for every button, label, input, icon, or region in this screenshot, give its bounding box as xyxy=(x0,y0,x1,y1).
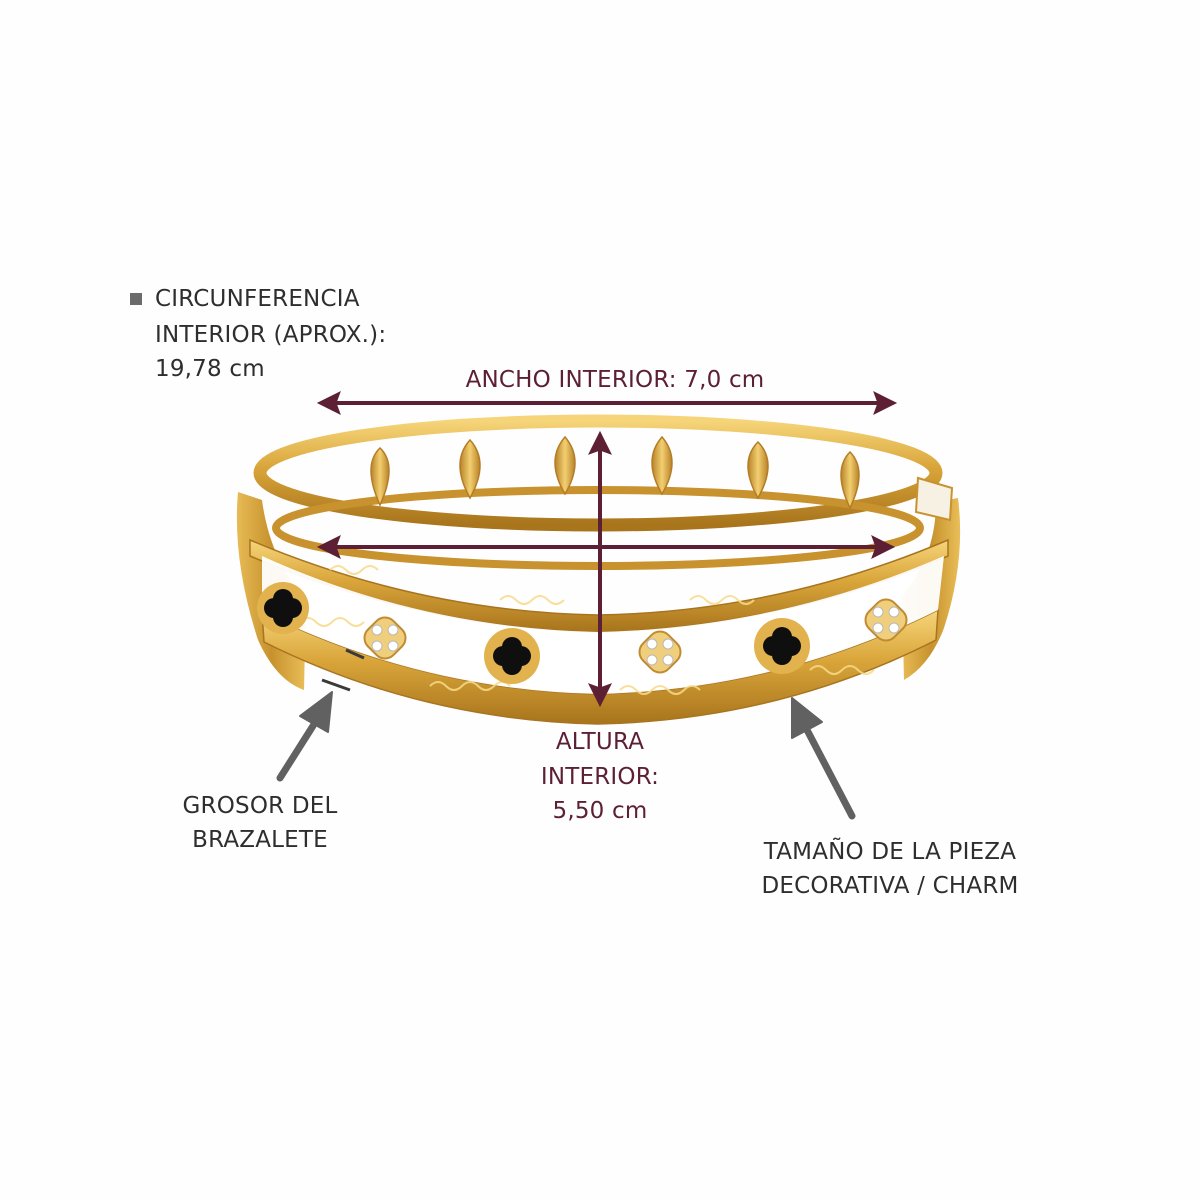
clover-charm-icon xyxy=(257,582,309,634)
charm-size-label-line2: DECORATIVA / CHARM xyxy=(761,873,1019,899)
clover-charm-icon xyxy=(484,628,540,684)
inner-height-label-line1: ALTURA xyxy=(555,729,645,755)
circumference-label-line1: CIRCUNFERENCIA xyxy=(155,286,360,312)
square-bullet-icon xyxy=(130,293,142,305)
circumference-label-line2: INTERIOR (APROX.): xyxy=(155,322,387,348)
double-headed-arrow-icon xyxy=(316,390,898,416)
clover-charm-icon xyxy=(754,618,810,674)
inner-height-value: 5,50 cm xyxy=(552,798,648,824)
pointer-arrow-icon xyxy=(791,697,856,820)
thickness-label-line1: GROSOR DEL xyxy=(182,793,338,819)
pointer-arrow-icon xyxy=(276,691,333,782)
charm-size-label-line1: TAMAÑO DE LA PIEZA xyxy=(763,839,1017,865)
thickness-marker xyxy=(321,648,365,692)
thickness-label-line2: BRAZALETE xyxy=(192,827,328,853)
inner-width-label: ANCHO INTERIOR: 7,0 cm xyxy=(465,367,765,393)
inner-height-label-line2: INTERIOR: xyxy=(540,764,660,790)
double-headed-arrow-icon xyxy=(316,534,896,560)
double-headed-arrow-icon xyxy=(587,430,613,708)
circumference-value: 19,78 cm xyxy=(155,356,265,382)
